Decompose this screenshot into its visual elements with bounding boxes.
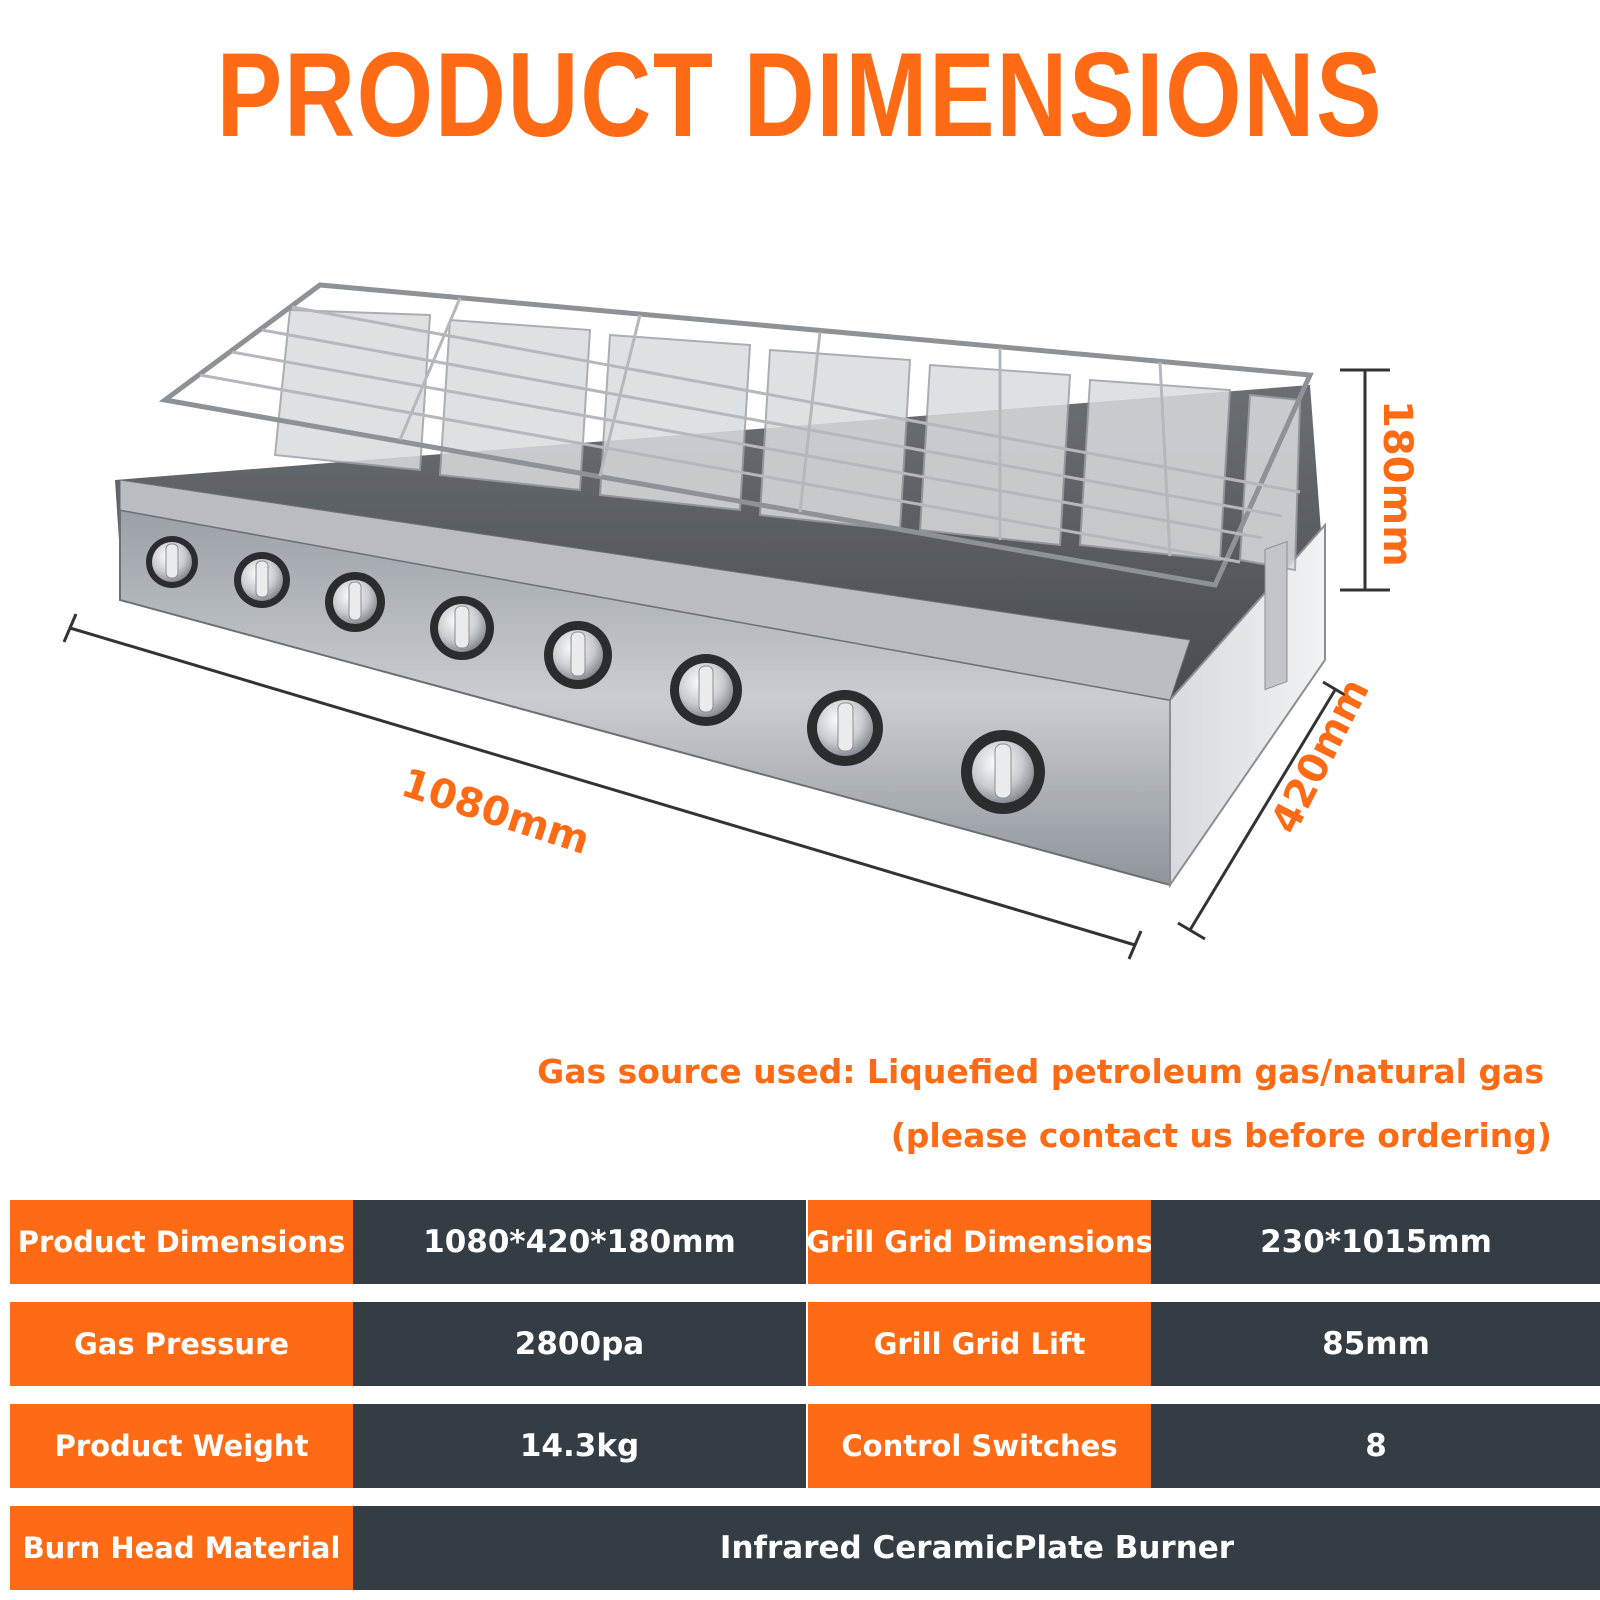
knob-icon bbox=[961, 730, 1045, 814]
spec-value: 1080*420*180mm bbox=[353, 1200, 806, 1284]
spec-value: Infrared CeramicPlate Burner bbox=[353, 1506, 1600, 1590]
knob-icon bbox=[807, 690, 883, 766]
grill-grate bbox=[158, 282, 1314, 588]
height-dimension-label: 180mm bbox=[1374, 400, 1420, 567]
spec-value: 14.3kg bbox=[353, 1404, 806, 1488]
ordering-note: (please contact us before ordering) bbox=[890, 1116, 1552, 1155]
spec-row: Burn Head Material Infrared CeramicPlate… bbox=[10, 1506, 1600, 1590]
spec-row: Grill Grid Dimensions 230*1015mm bbox=[806, 1200, 1600, 1284]
knob-icon bbox=[544, 621, 612, 689]
spec-value: 230*1015mm bbox=[1151, 1200, 1600, 1284]
control-knobs bbox=[146, 536, 1045, 814]
spec-label: Grill Grid Dimensions bbox=[806, 1200, 1153, 1284]
knob-icon bbox=[430, 596, 494, 660]
spec-label: Gas Pressure bbox=[10, 1302, 353, 1386]
dimension-lines bbox=[62, 368, 1390, 960]
knob-icon bbox=[325, 572, 385, 632]
spec-value: 2800pa bbox=[353, 1302, 806, 1386]
spec-row: Grill Grid Lift 85mm bbox=[808, 1302, 1600, 1386]
spec-label: Control Switches bbox=[808, 1404, 1151, 1488]
spec-row: Gas Pressure 2800pa bbox=[10, 1302, 806, 1386]
knob-icon bbox=[234, 552, 290, 608]
spec-value: 85mm bbox=[1151, 1302, 1600, 1386]
knob-icon bbox=[670, 654, 742, 726]
spec-label: Burn Head Material bbox=[10, 1506, 353, 1590]
spec-label: Product Weight bbox=[10, 1404, 353, 1488]
spec-row: Control Switches 8 bbox=[808, 1404, 1600, 1488]
spec-row: Product Dimensions 1080*420*180mm bbox=[10, 1200, 806, 1284]
spec-label: Grill Grid Lift bbox=[808, 1302, 1151, 1386]
side-ignition-bracket bbox=[1264, 540, 1288, 691]
knob-icon bbox=[146, 536, 198, 588]
spec-value: 8 bbox=[1151, 1404, 1600, 1488]
spec-label: Product Dimensions bbox=[10, 1200, 353, 1284]
gas-source-note: Gas source used: Liquefied petroleum gas… bbox=[537, 1052, 1544, 1091]
spec-row: Product Weight 14.3kg bbox=[10, 1404, 806, 1488]
grill-illustration bbox=[62, 282, 1390, 960]
burners bbox=[273, 308, 1302, 572]
page-title: PRODUCT DIMENSIONS bbox=[216, 28, 1384, 162]
